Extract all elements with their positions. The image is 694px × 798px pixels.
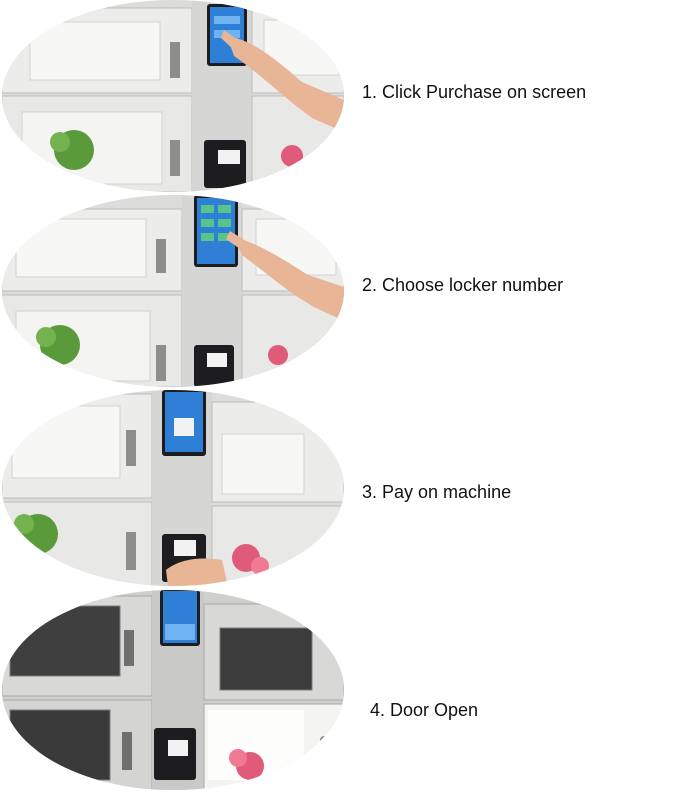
step-3: 3. Pay on machine	[0, 390, 694, 590]
locker-door-open-image	[2, 590, 344, 790]
step-2: 2. Choose locker number	[0, 195, 694, 390]
step-4: 4. Door Open	[0, 590, 694, 798]
locker-card-payment-image	[2, 390, 344, 586]
step-1-caption: 1. Click Purchase on screen	[362, 82, 587, 102]
locker-touchscreen-select-image	[2, 195, 344, 387]
step-1-photo	[2, 0, 344, 192]
step-3-photo	[2, 390, 344, 586]
step-4-photo	[2, 590, 344, 790]
locker-touchscreen-purchase-image	[2, 0, 344, 192]
step-4-caption: 4. Door Open	[370, 700, 479, 720]
step-2-caption: 2. Choose locker number	[362, 275, 564, 295]
step-2-photo	[2, 195, 344, 387]
step-3-caption: 3. Pay on machine	[362, 482, 512, 502]
step-1: 1. Click Purchase on screen	[0, 0, 694, 195]
